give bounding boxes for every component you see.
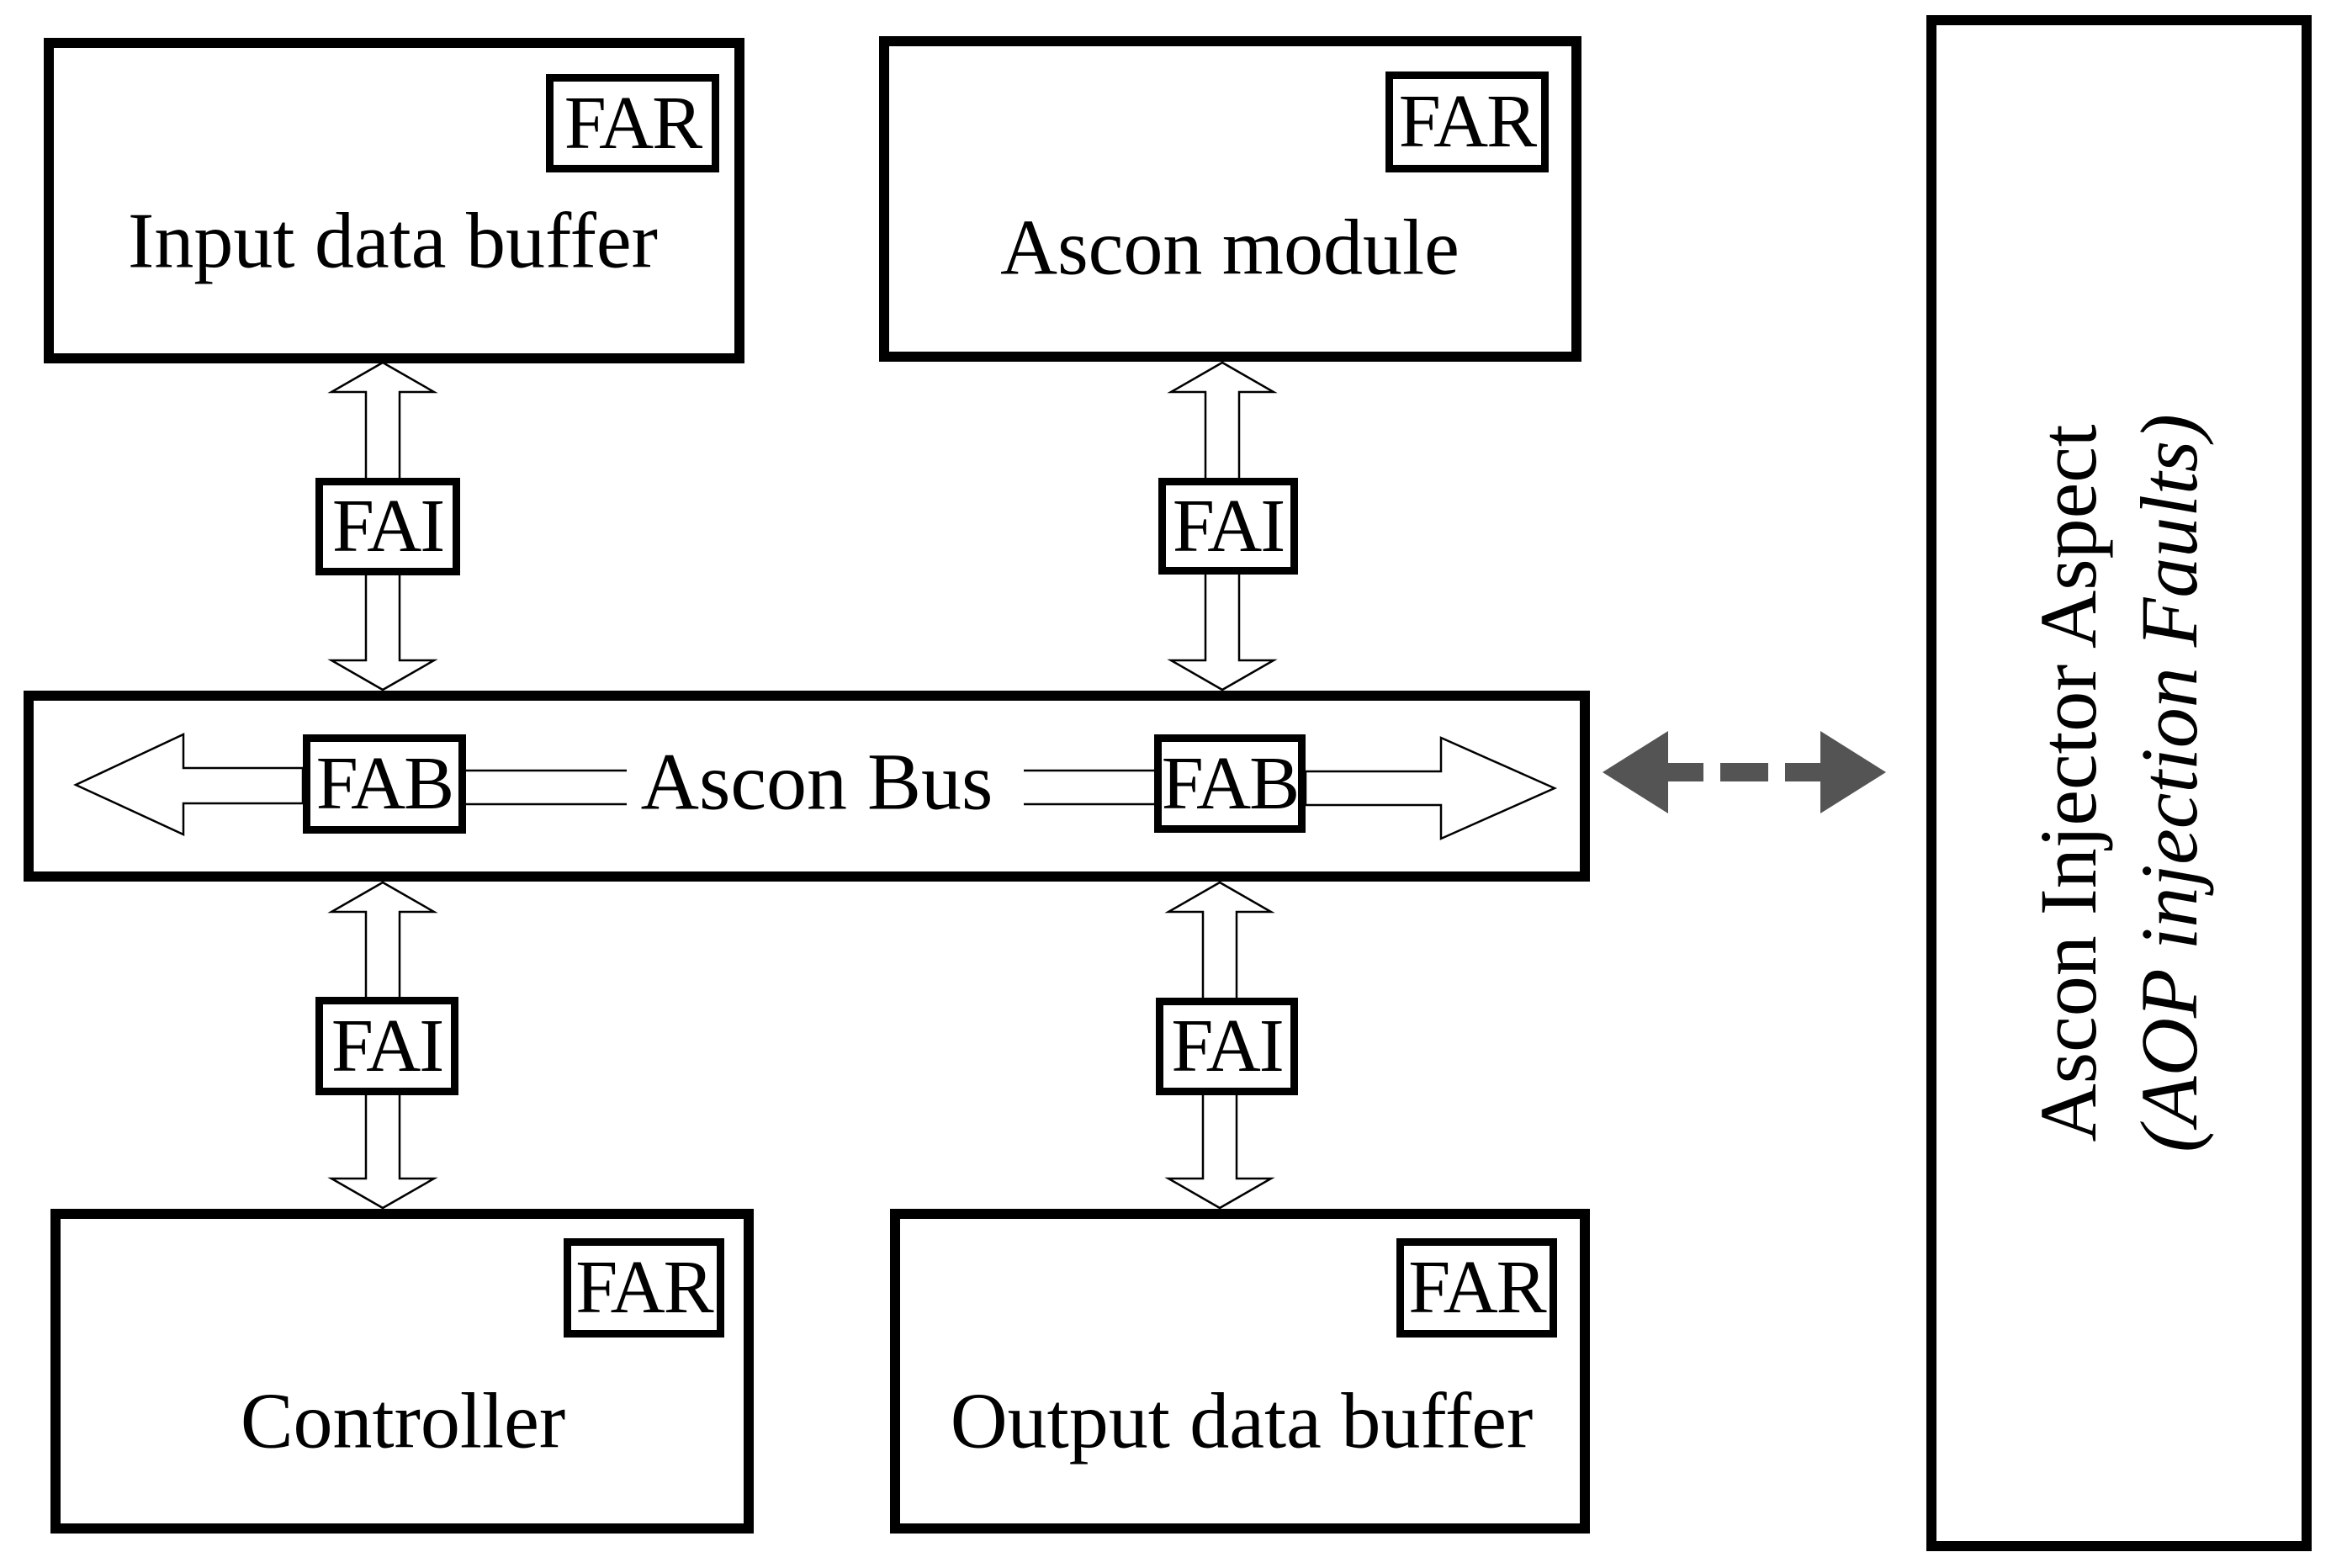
dashed-arrow-segment xyxy=(1720,763,1768,781)
fai-badge-bottom-right: FAI xyxy=(1156,998,1298,1095)
output-data-buffer-box xyxy=(890,1209,1590,1534)
input-data-buffer-box xyxy=(44,38,744,363)
fai-badge-top-left: FAI xyxy=(315,478,460,575)
ascon-bus-box xyxy=(24,691,1590,882)
ascon-injector-aspect-label: Ascon Injector Aspect (AOP injection Fau… xyxy=(2018,414,2220,1152)
dashed-arrow-segment xyxy=(1668,763,1703,781)
bus-right-arrow xyxy=(1304,736,1558,840)
far-badge-output-buffer: FAR xyxy=(1396,1238,1557,1338)
fab-badge-right: FAB xyxy=(1154,734,1306,833)
ascon-bus-label: Ascon Bus xyxy=(640,736,993,827)
dashed-arrow-left-head xyxy=(1603,731,1668,813)
far-badge-input-buffer: FAR xyxy=(546,74,719,172)
fab-badge-left: FAB xyxy=(303,734,466,834)
input-data-buffer-label: Input data buffer xyxy=(128,197,658,285)
dashed-arrow-segment xyxy=(1785,763,1820,781)
bus-rail-lines xyxy=(466,769,1154,806)
ascon-injector-aspect-label-line1: Ascon Injector Aspect xyxy=(2023,424,2113,1142)
far-badge-controller: FAR xyxy=(564,1238,724,1338)
fai-badge-top-right: FAI xyxy=(1158,478,1298,575)
output-data-buffer-label: Output data buffer xyxy=(950,1377,1534,1465)
dashed-double-arrow xyxy=(1603,731,1886,813)
far-badge-ascon-module: FAR xyxy=(1385,72,1549,172)
ascon-module-label: Ascon module xyxy=(1000,204,1460,292)
controller-label: Controller xyxy=(240,1377,566,1465)
fai-badge-bottom-left: FAI xyxy=(315,997,458,1095)
ascon-module-box xyxy=(879,36,1581,362)
dashed-arrow-right-head xyxy=(1820,731,1886,813)
ascon-injector-aspect-box xyxy=(1926,15,2312,1551)
ascon-injector-aspect-label-line2: (AOP injection Faults) xyxy=(2124,413,2214,1153)
controller-box xyxy=(50,1209,754,1534)
